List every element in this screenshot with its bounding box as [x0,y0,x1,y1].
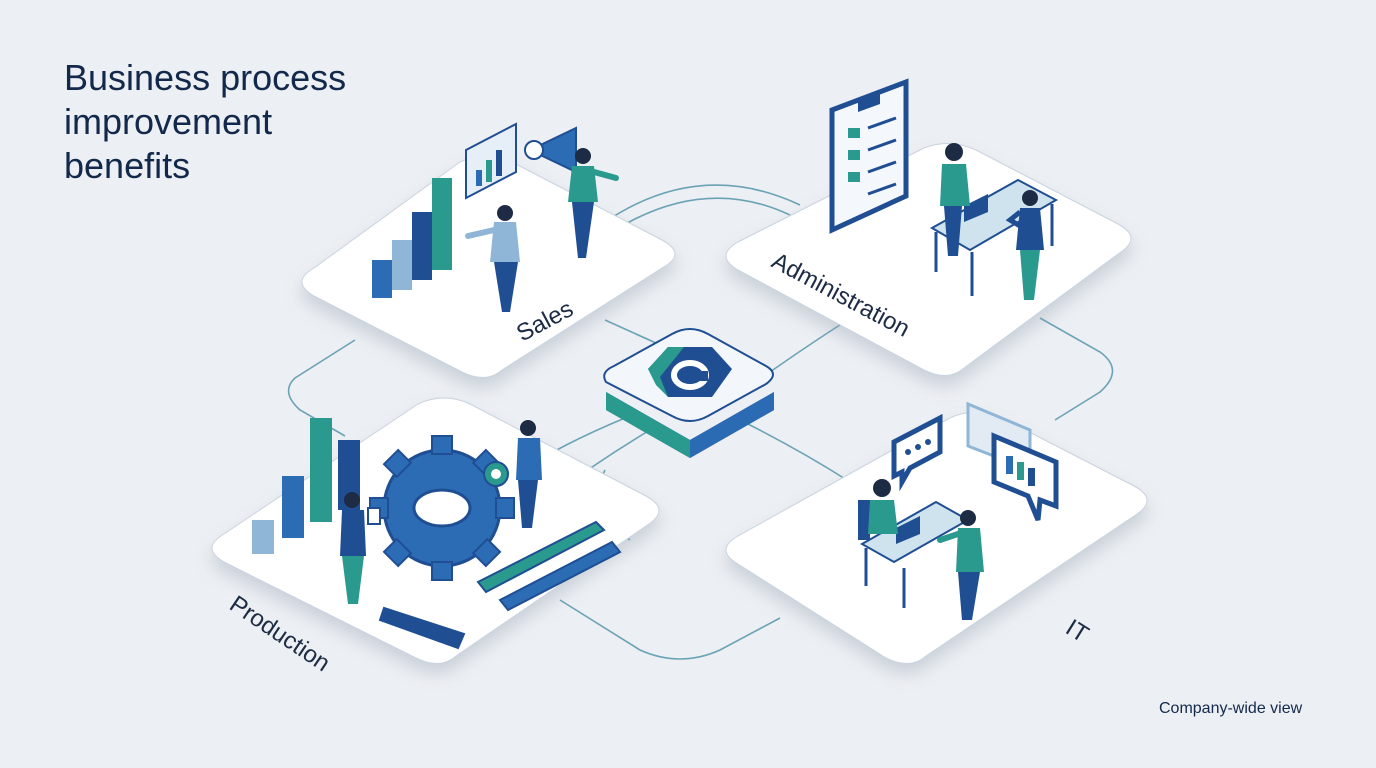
megaphone-icon [524,126,577,174]
production-tile: Production [211,397,660,677]
person-icon [340,492,381,604]
person-icon [1005,190,1044,300]
gear-icon [483,461,509,487]
central-hub [603,328,774,458]
diagram-title: Business process improvement benefits [64,57,347,186]
person-icon [868,479,898,534]
it-label: IT [1061,614,1094,648]
person-icon [937,510,984,620]
progress-bar-icon [378,520,622,650]
administration-tile: Administration [725,78,1132,376]
caption: Company-wide view [1159,700,1303,717]
sales-tile: Sales [301,122,676,378]
presentation-board-icon [465,122,517,200]
gear-icon [369,435,515,581]
process-cycle-icon [648,347,732,397]
it-tile: IT [725,401,1148,664]
person-icon [465,205,520,312]
bar-chart-icon [372,178,452,298]
person-icon [516,420,542,528]
person-icon [940,143,970,256]
chat-bubble-icon [891,413,943,492]
clipboard-checklist-icon [829,78,909,234]
person-icon [568,148,619,258]
analytics-bubble-icon [966,401,1059,521]
